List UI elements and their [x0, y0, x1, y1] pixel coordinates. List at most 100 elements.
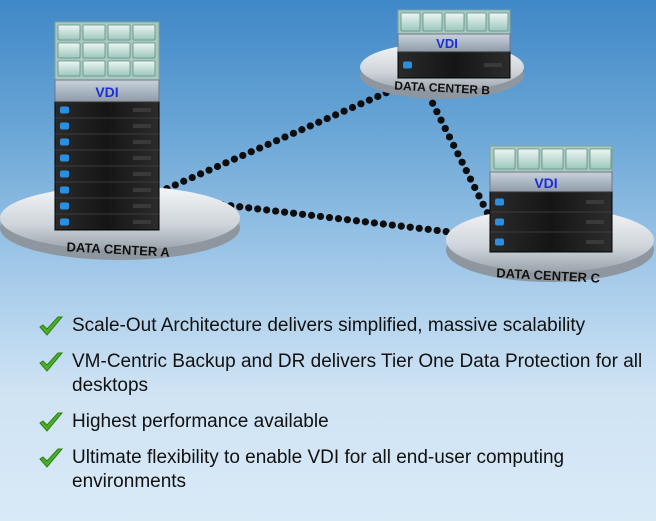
link-dot [379, 220, 387, 228]
link-dot [441, 124, 449, 133]
link-dot [239, 151, 247, 160]
data-center-diagram: VDI VDI VDI DATA CENTER A DATA CENTER B … [0, 9, 654, 286]
link-dot [245, 204, 253, 212]
server-led-icon [495, 198, 504, 206]
link-dot [323, 114, 331, 123]
desktop-tile [107, 24, 131, 41]
feature-list: Scale-Out Architecture delivers simplifi… [38, 314, 650, 506]
link-dot [450, 141, 458, 149]
link-dot [315, 118, 323, 126]
server-stack-a: VDI [54, 21, 160, 231]
link-dot [458, 158, 466, 166]
link-dot [397, 222, 405, 230]
server-b-vdi-label: VDI [436, 36, 458, 51]
check-icon [39, 316, 64, 336]
link-dot [264, 140, 272, 148]
link-dot [230, 155, 238, 163]
data-center-c-label: DATA CENTER C [496, 265, 601, 285]
feature-item: VM-Centric Backup and DR delivers Tier O… [38, 350, 650, 398]
server-led-icon [60, 186, 69, 194]
desktop-tile [132, 24, 156, 41]
data-center-a-label: DATA CENTER A [66, 239, 171, 259]
link-dot [281, 208, 289, 216]
desktop-tile [132, 42, 156, 59]
server-led-icon [60, 138, 69, 146]
feature-item: Ultimate flexibility to enable VDI for a… [38, 446, 650, 494]
server-stack-c: VDI [489, 145, 613, 253]
feature-text: Scale-Out Architecture delivers simplifi… [72, 315, 586, 336]
check-icon [39, 412, 64, 432]
desktop-tile [57, 42, 81, 59]
server-led-icon [403, 61, 412, 69]
server-led-icon [60, 170, 69, 178]
link-dot [365, 96, 373, 104]
feature-text: Highest performance available [72, 411, 329, 432]
link-dot [180, 177, 188, 185]
desktop-tile [57, 60, 81, 77]
link-dot [298, 126, 306, 134]
feature-text: VM-Centric Backup and DR delivers Tier O… [72, 351, 643, 396]
server-led-icon [60, 218, 69, 226]
server-led-icon [60, 154, 69, 162]
link-dot [222, 159, 230, 167]
link-dot [205, 166, 213, 174]
link-dot [479, 200, 487, 208]
link-dot [289, 129, 298, 137]
desktop-tile [82, 42, 106, 59]
link-dot [437, 116, 445, 124]
desktop-tile [565, 148, 588, 170]
server-led-icon [495, 218, 504, 226]
link-dot [357, 100, 365, 108]
feature-text: Ultimate flexibility to enable VDI for a… [72, 447, 565, 492]
link-dot [298, 210, 307, 218]
server-c-vdi-label: VDI [534, 175, 557, 191]
desktop-tile [488, 12, 509, 32]
check-icon [39, 352, 64, 372]
desktop-tile [466, 12, 487, 32]
link-dot [171, 181, 179, 189]
desktop-tile [82, 60, 106, 77]
link-dot [256, 144, 264, 152]
link-dot [466, 175, 475, 183]
link-dot [343, 216, 352, 224]
feature-item: Scale-Out Architecture delivers simplifi… [38, 314, 650, 338]
link-dot [442, 227, 450, 236]
desktop-tile [444, 12, 465, 32]
desktop-tile [400, 12, 421, 32]
link-dot [388, 221, 396, 229]
link-dot [281, 133, 289, 141]
link-dot [361, 218, 369, 226]
link-dot [197, 170, 205, 178]
server-a-vdi-label: VDI [95, 84, 118, 100]
link-dot [462, 167, 470, 175]
desktop-tile [589, 148, 612, 170]
data-center-b-label: DATA CENTER B [394, 79, 491, 98]
link-dot [406, 223, 414, 231]
link-dot [471, 183, 479, 192]
link-dot [352, 217, 361, 225]
link-dot [454, 150, 462, 158]
server-led-icon [60, 122, 69, 130]
link-dot [188, 173, 196, 182]
server-stack-b: VDI [397, 9, 511, 79]
link-dot [247, 148, 255, 156]
link-dot [334, 215, 343, 223]
desktop-tile [493, 148, 516, 170]
link-dot [263, 206, 271, 214]
desktop-tile [57, 24, 81, 41]
desktop-tile [107, 42, 131, 59]
desktop-tile [422, 12, 443, 32]
desktop-tile [132, 60, 156, 77]
link-dot [307, 211, 316, 219]
desktop-tile [82, 24, 106, 41]
link-dot [254, 205, 262, 213]
desktop-tile [517, 148, 540, 170]
link-dot [236, 203, 244, 211]
link-dot [306, 122, 314, 130]
link-dot [374, 92, 382, 101]
link-dot [429, 99, 437, 107]
link-dot [272, 137, 281, 145]
link-dot [433, 108, 441, 116]
check-icon [39, 448, 64, 468]
link-dot [340, 107, 348, 115]
